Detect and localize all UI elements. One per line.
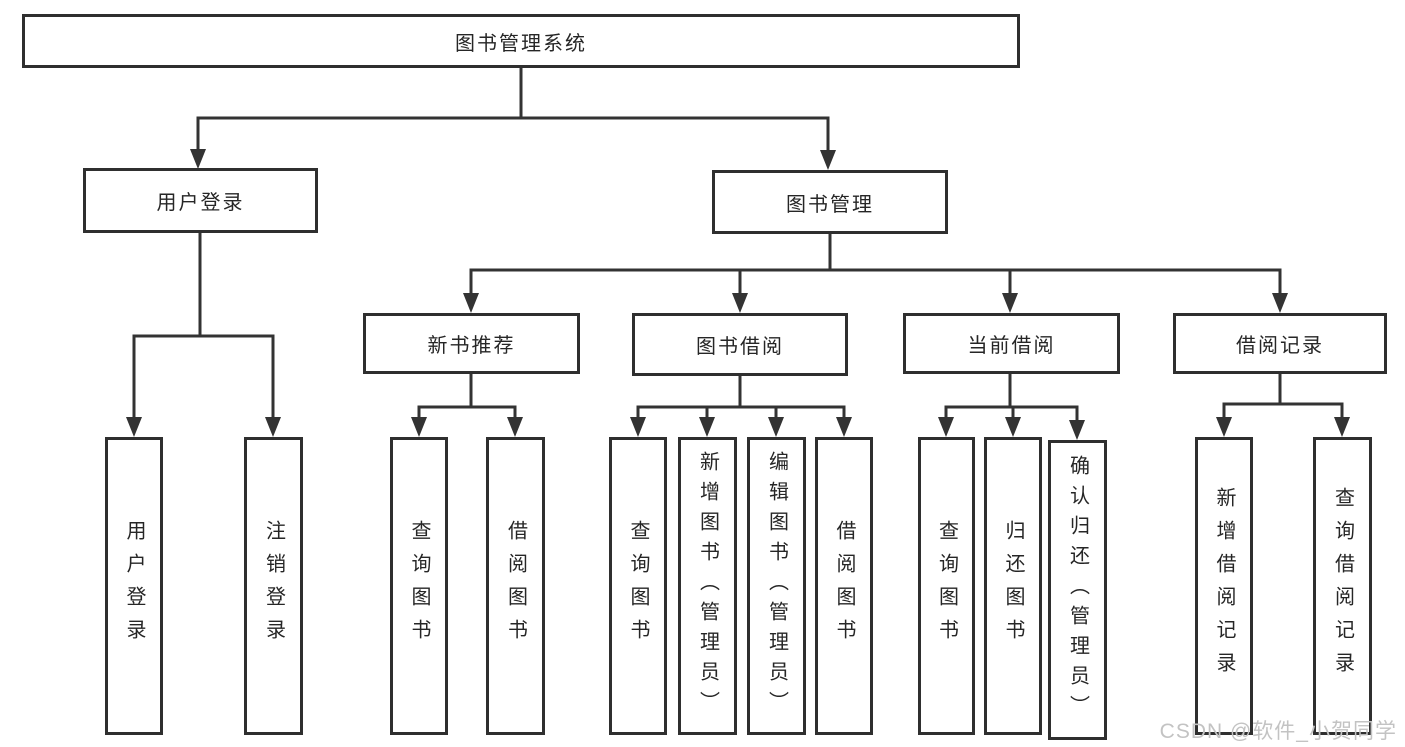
arrowhead bbox=[630, 417, 646, 437]
connector-book-borrow-to-children bbox=[630, 374, 852, 437]
arrowhead bbox=[1005, 417, 1021, 437]
node-borrow-records-label: 借阅记录 bbox=[1236, 335, 1324, 357]
leaf-recommend-query-book: 查询图书 bbox=[390, 437, 448, 735]
connector-user-login-to-children bbox=[126, 231, 281, 437]
node-user-login: 用户登录 bbox=[83, 168, 318, 233]
leaf-user-login-label: 用户登录 bbox=[123, 520, 145, 652]
leaf-borrow-book-label: 借阅图书 bbox=[833, 520, 855, 652]
node-user-login-label: 用户登录 bbox=[156, 192, 245, 214]
leaf-edit-book-admin: 编辑图书（管理员） bbox=[747, 437, 806, 735]
arrowhead bbox=[938, 417, 954, 437]
node-new-book-recommend-label: 新书推荐 bbox=[427, 335, 516, 357]
leaf-query-borrow-record: 查询借阅记录 bbox=[1313, 437, 1372, 735]
leaf-logout-label: 注销登录 bbox=[262, 520, 285, 652]
leaf-add-book-admin: 新增图书（管理员） bbox=[678, 437, 737, 735]
node-book-borrow-label: 图书借阅 bbox=[696, 336, 784, 358]
leaf-logout: 注销登录 bbox=[244, 437, 303, 735]
leaf-recommend-query-book-label: 查询图书 bbox=[408, 520, 430, 652]
csdn-watermark: CSDN @软件_小贺同学 bbox=[1159, 720, 1397, 743]
connector-current-borrow-to-children bbox=[938, 372, 1085, 440]
leaf-borrow-book: 借阅图书 bbox=[815, 437, 873, 735]
leaf-borrow-query-book: 查询图书 bbox=[609, 437, 667, 735]
connector-root-to-level2 bbox=[190, 66, 836, 170]
connector-new-book-to-children bbox=[411, 372, 523, 437]
arrowhead bbox=[411, 417, 427, 437]
leaf-user-login: 用户登录 bbox=[105, 437, 163, 735]
arrowhead bbox=[265, 417, 281, 437]
node-root-label: 图书管理系统 bbox=[455, 32, 587, 55]
leaf-recommend-borrow-book: 借阅图书 bbox=[486, 437, 545, 735]
node-book-management: 图书管理 bbox=[712, 170, 948, 234]
node-new-book-recommend: 新书推荐 bbox=[363, 313, 580, 374]
leaf-add-book-admin-label: 新增图书（管理员） bbox=[696, 451, 719, 721]
node-root: 图书管理系统 bbox=[22, 14, 1020, 68]
leaf-current-query-book: 查询图书 bbox=[918, 437, 975, 735]
node-book-management-label: 图书管理 bbox=[786, 193, 874, 216]
arrowhead bbox=[126, 417, 142, 437]
leaf-current-query-book-label: 查询图书 bbox=[935, 520, 958, 652]
arrowhead bbox=[699, 417, 715, 437]
arrowhead bbox=[836, 417, 852, 437]
leaf-edit-book-admin-label: 编辑图书（管理员） bbox=[765, 451, 788, 721]
arrowhead bbox=[768, 417, 784, 437]
arrowhead bbox=[1216, 417, 1232, 437]
arrowhead bbox=[1002, 293, 1018, 313]
node-current-borrow-label: 当前借阅 bbox=[967, 335, 1056, 357]
arrowhead bbox=[190, 149, 206, 169]
leaf-confirm-return-admin: 确认归还（管理员） bbox=[1048, 440, 1107, 740]
connector-book-management-to-children bbox=[463, 232, 1288, 313]
leaf-return-book: 归还图书 bbox=[984, 437, 1042, 735]
arrowhead bbox=[1334, 417, 1350, 437]
leaf-recommend-borrow-book-label: 借阅图书 bbox=[504, 520, 527, 652]
arrowhead bbox=[463, 293, 479, 313]
leaf-confirm-return-admin-label: 确认归还（管理员） bbox=[1066, 455, 1089, 725]
leaf-query-borrow-record-label: 查询借阅记录 bbox=[1331, 487, 1354, 685]
arrowhead bbox=[1272, 293, 1288, 313]
node-borrow-records: 借阅记录 bbox=[1173, 313, 1387, 374]
arrowhead bbox=[820, 150, 836, 170]
leaf-borrow-query-book-label: 查询图书 bbox=[627, 520, 649, 652]
arrowhead bbox=[1069, 420, 1085, 440]
leaf-return-book-label: 归还图书 bbox=[1002, 520, 1024, 652]
node-book-borrow: 图书借阅 bbox=[632, 313, 848, 376]
leaf-add-borrow-record-label: 新增借阅记录 bbox=[1213, 487, 1235, 685]
arrowhead bbox=[507, 417, 523, 437]
connector-borrow-records-to-children bbox=[1216, 372, 1350, 437]
leaf-add-borrow-record: 新增借阅记录 bbox=[1195, 437, 1253, 735]
node-current-borrow: 当前借阅 bbox=[903, 313, 1120, 374]
arrowhead bbox=[732, 293, 748, 313]
